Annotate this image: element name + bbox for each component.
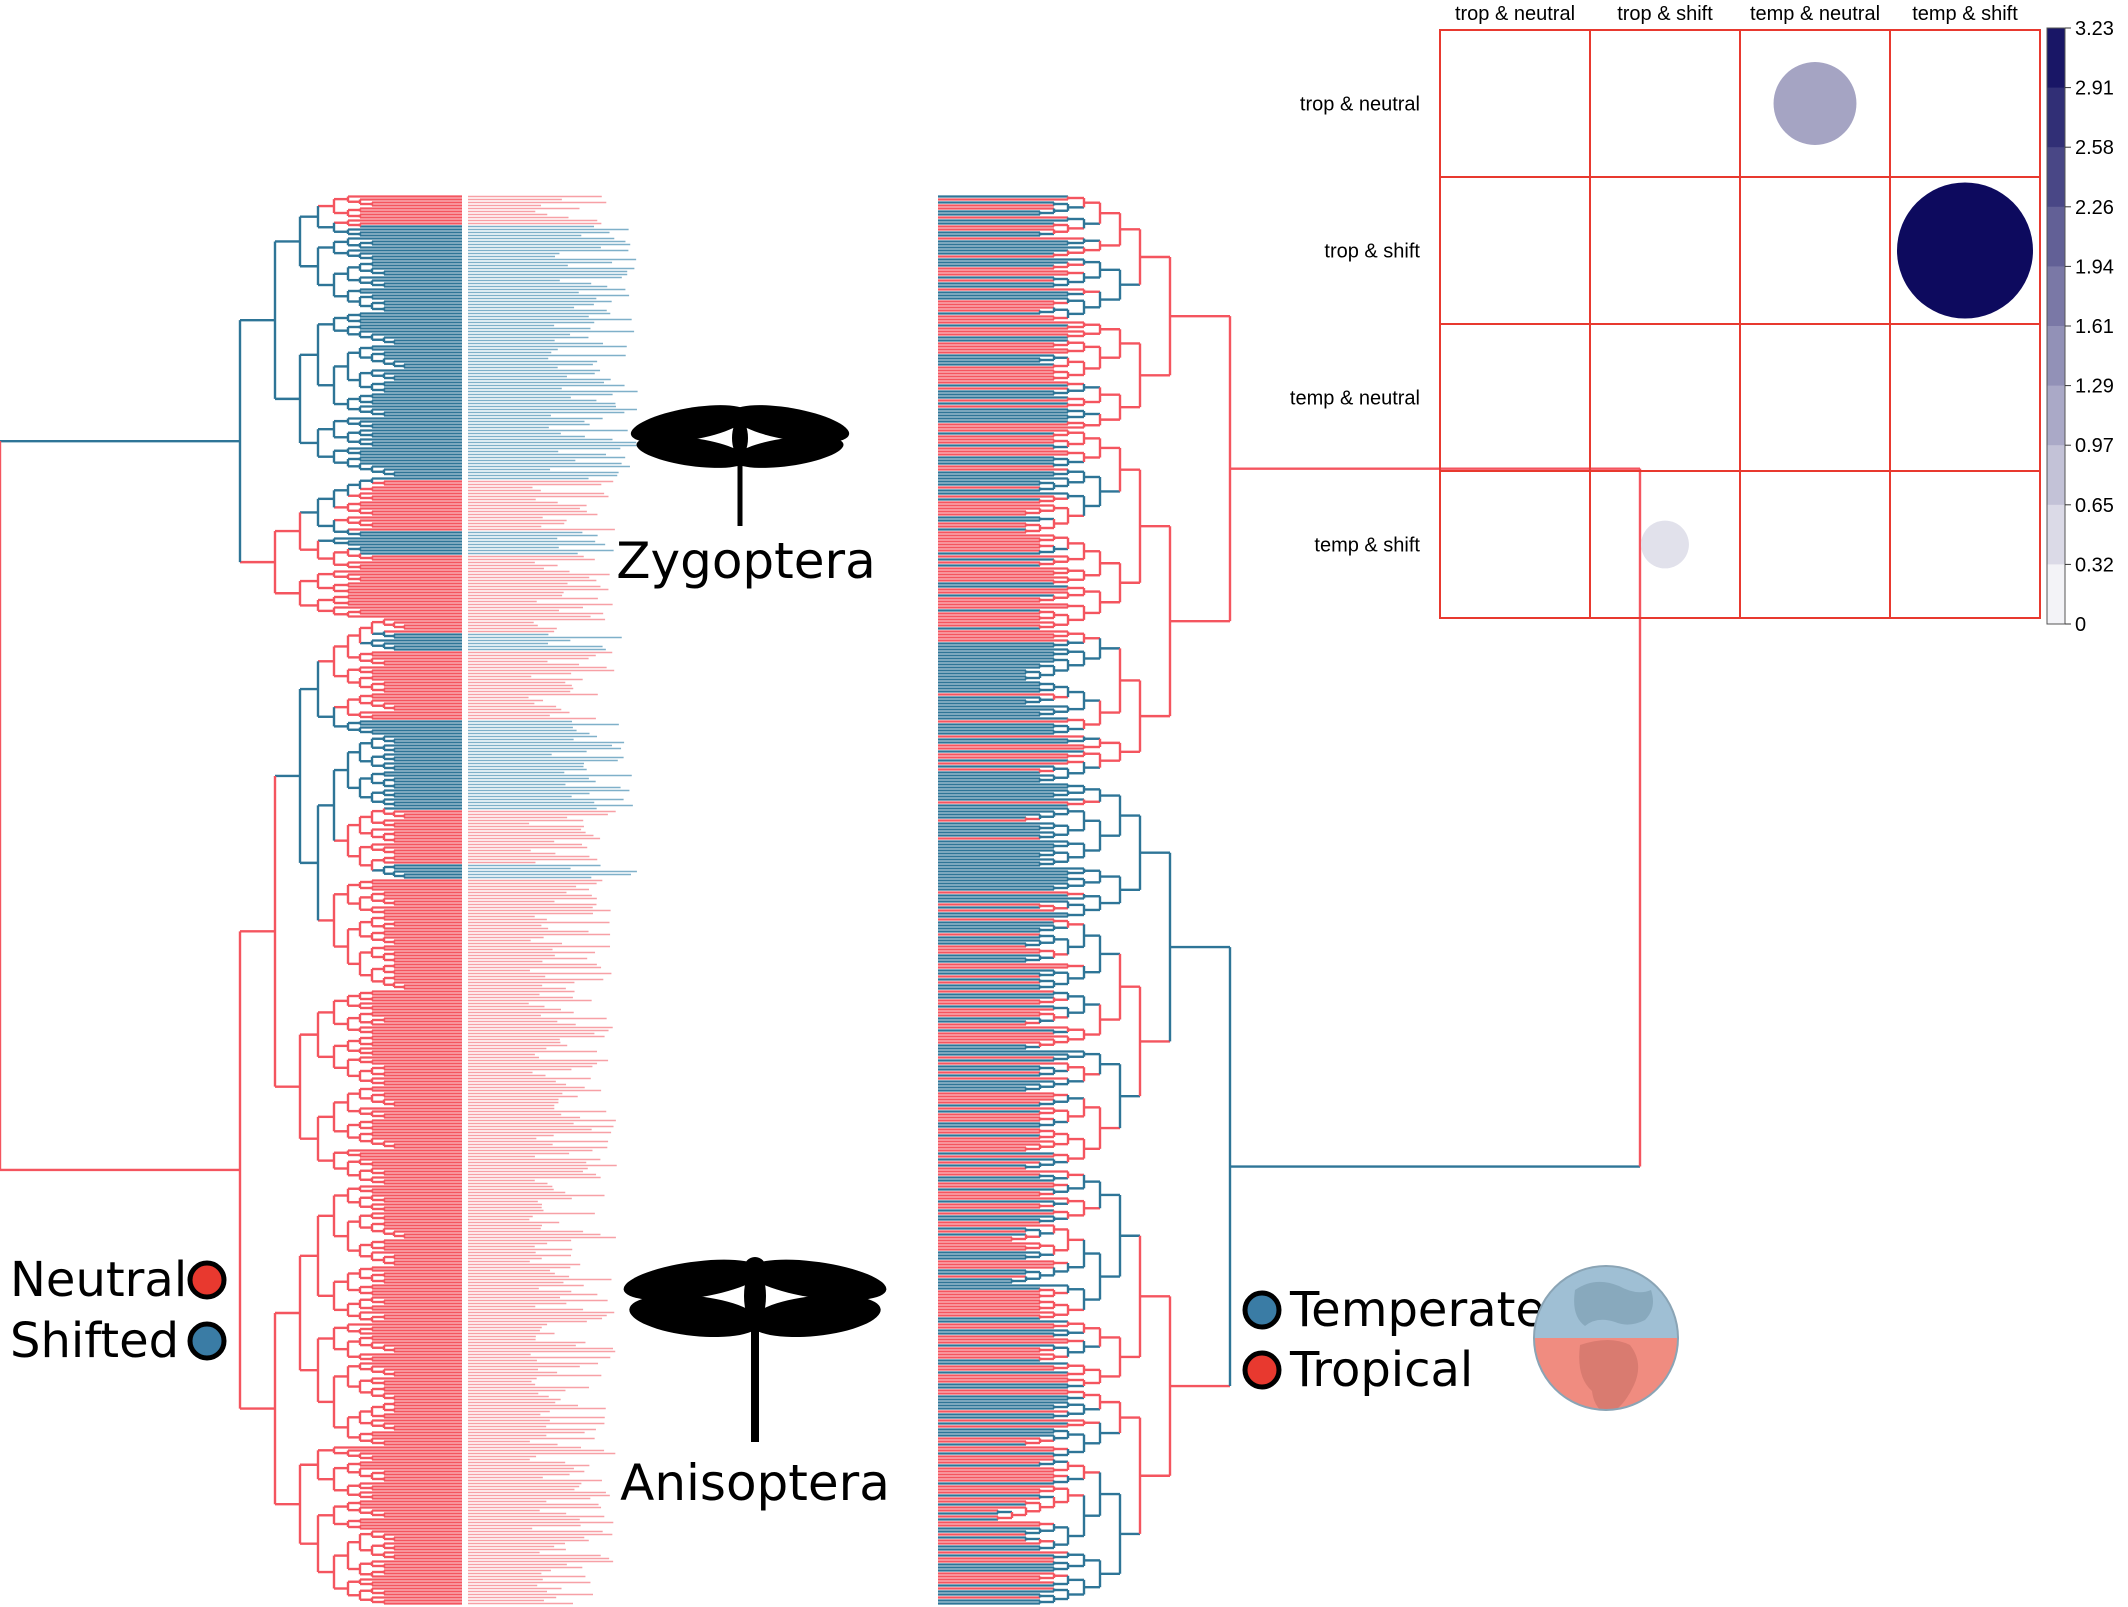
colorbar-segment	[2047, 206, 2065, 267]
heatmap-cell	[1439, 176, 1591, 325]
colorbar-tick-label: 0.32	[2075, 554, 2114, 576]
colorbar-tick-label: 2.26	[2075, 197, 2114, 219]
colorbar-segment	[2047, 385, 2065, 446]
colorbar-tick-label: 0	[2075, 614, 2086, 636]
heatmap-cell	[1589, 323, 1741, 472]
legend-shifted-label: Shifted	[10, 1313, 179, 1369]
colorbar-segment	[2047, 87, 2065, 148]
heatmap-grid	[1439, 29, 2041, 619]
heatmap-cell	[1439, 29, 1591, 178]
colorbar-tick-label: 2.91	[2075, 78, 2114, 100]
colorbar-segment	[2047, 564, 2065, 625]
globe-icon	[1533, 1265, 1679, 1411]
colorbar-tick-label: 2.58	[2075, 137, 2114, 159]
legend-tropical-label: Tropical	[1289, 1342, 1473, 1398]
heatmap-cell	[1589, 176, 1741, 325]
colorbar-tick-label: 1.61	[2075, 316, 2114, 338]
heatmap-row-label: temp & neutral	[1290, 388, 1420, 410]
colorbar-tick-label: 1.29	[2075, 376, 2114, 398]
heatmap-cell	[1889, 29, 2041, 178]
heatmap-column-label: temp & shift	[1912, 3, 2018, 25]
heatmap-cell	[1889, 470, 2041, 619]
heatmap-bubble	[1897, 182, 2033, 319]
legend-temperate-tropical: Temperate Tropical	[1242, 1282, 1545, 1398]
colorbar-tick-label: 0.65	[2075, 495, 2114, 517]
heatmap-cell	[1889, 323, 2041, 472]
left-tip-value-bars	[468, 195, 638, 1605]
heatmap-row-label: trop & neutral	[1300, 94, 1420, 116]
colorbar-segment	[2047, 445, 2065, 506]
right-phylogeny-climate-tree	[938, 195, 1642, 1605]
transition-rate-heatmap: trop & neutral trop & shift temp & neutral…	[1290, 3, 2114, 636]
heatmap-column-label: trop & neutral	[1455, 3, 1575, 25]
heatmap-column-label: trop & shift	[1617, 3, 1713, 25]
colorbar-segment	[2047, 504, 2065, 565]
heatmap-colorbar: 3.23 2.91 2.58 2.26 1.94 1.61 1.29 0.97 0.65 0.32…	[2046, 18, 2114, 636]
colorbar-tick-label: 0.97	[2075, 435, 2114, 457]
left-phylogeny-shift-tree	[0, 195, 462, 1605]
colorbar-segment	[2047, 28, 2065, 89]
legend-neutral-swatch	[187, 1260, 227, 1300]
heatmap-cell	[1439, 323, 1591, 472]
colorbar-tick-label: 3.23	[2075, 18, 2114, 40]
legend-shifted-swatch	[187, 1321, 227, 1361]
heatmap-cell	[1739, 176, 1891, 325]
heatmap-bubble	[1773, 62, 1857, 145]
heatmap-column-label: temp & neutral	[1750, 3, 1880, 25]
legend-tropical-swatch	[1242, 1350, 1282, 1390]
colorbar-segment	[2047, 147, 2065, 208]
heatmap-cell	[1739, 323, 1891, 472]
heatmap-cell	[1589, 29, 1741, 178]
heatmap-bubbles	[1641, 62, 2033, 569]
colorbar-segment	[2047, 266, 2065, 327]
heatmap-cell	[1439, 470, 1591, 619]
colorbar-tick-label: 1.94	[2075, 256, 2114, 278]
heatmap-row-label: temp & shift	[1314, 535, 1420, 557]
legend-neutral-label: Neutral	[10, 1252, 187, 1308]
zygoptera-label: Zygoptera	[616, 532, 875, 590]
heatmap-column-labels: trop & neutral trop & shift temp & neutral…	[1455, 3, 2018, 25]
heatmap-bubble	[1641, 520, 1689, 569]
heatmap-row-labels: trop & neutral trop & shift temp & neutral…	[1290, 94, 1421, 557]
legend-temperate-swatch	[1242, 1290, 1282, 1330]
colorbar-segment	[2047, 326, 2065, 387]
dragonfly-silhouette-icon	[623, 1257, 887, 1442]
heatmap-cell	[1739, 470, 1891, 619]
damselfly-silhouette-icon	[630, 405, 850, 526]
heatmap-row-label: trop & shift	[1324, 241, 1420, 263]
legend-neutral-shifted: Neutral Shifted	[10, 1252, 227, 1369]
anisoptera-label: Anisoptera	[620, 1454, 890, 1512]
legend-temperate-label: Temperate	[1289, 1282, 1545, 1338]
